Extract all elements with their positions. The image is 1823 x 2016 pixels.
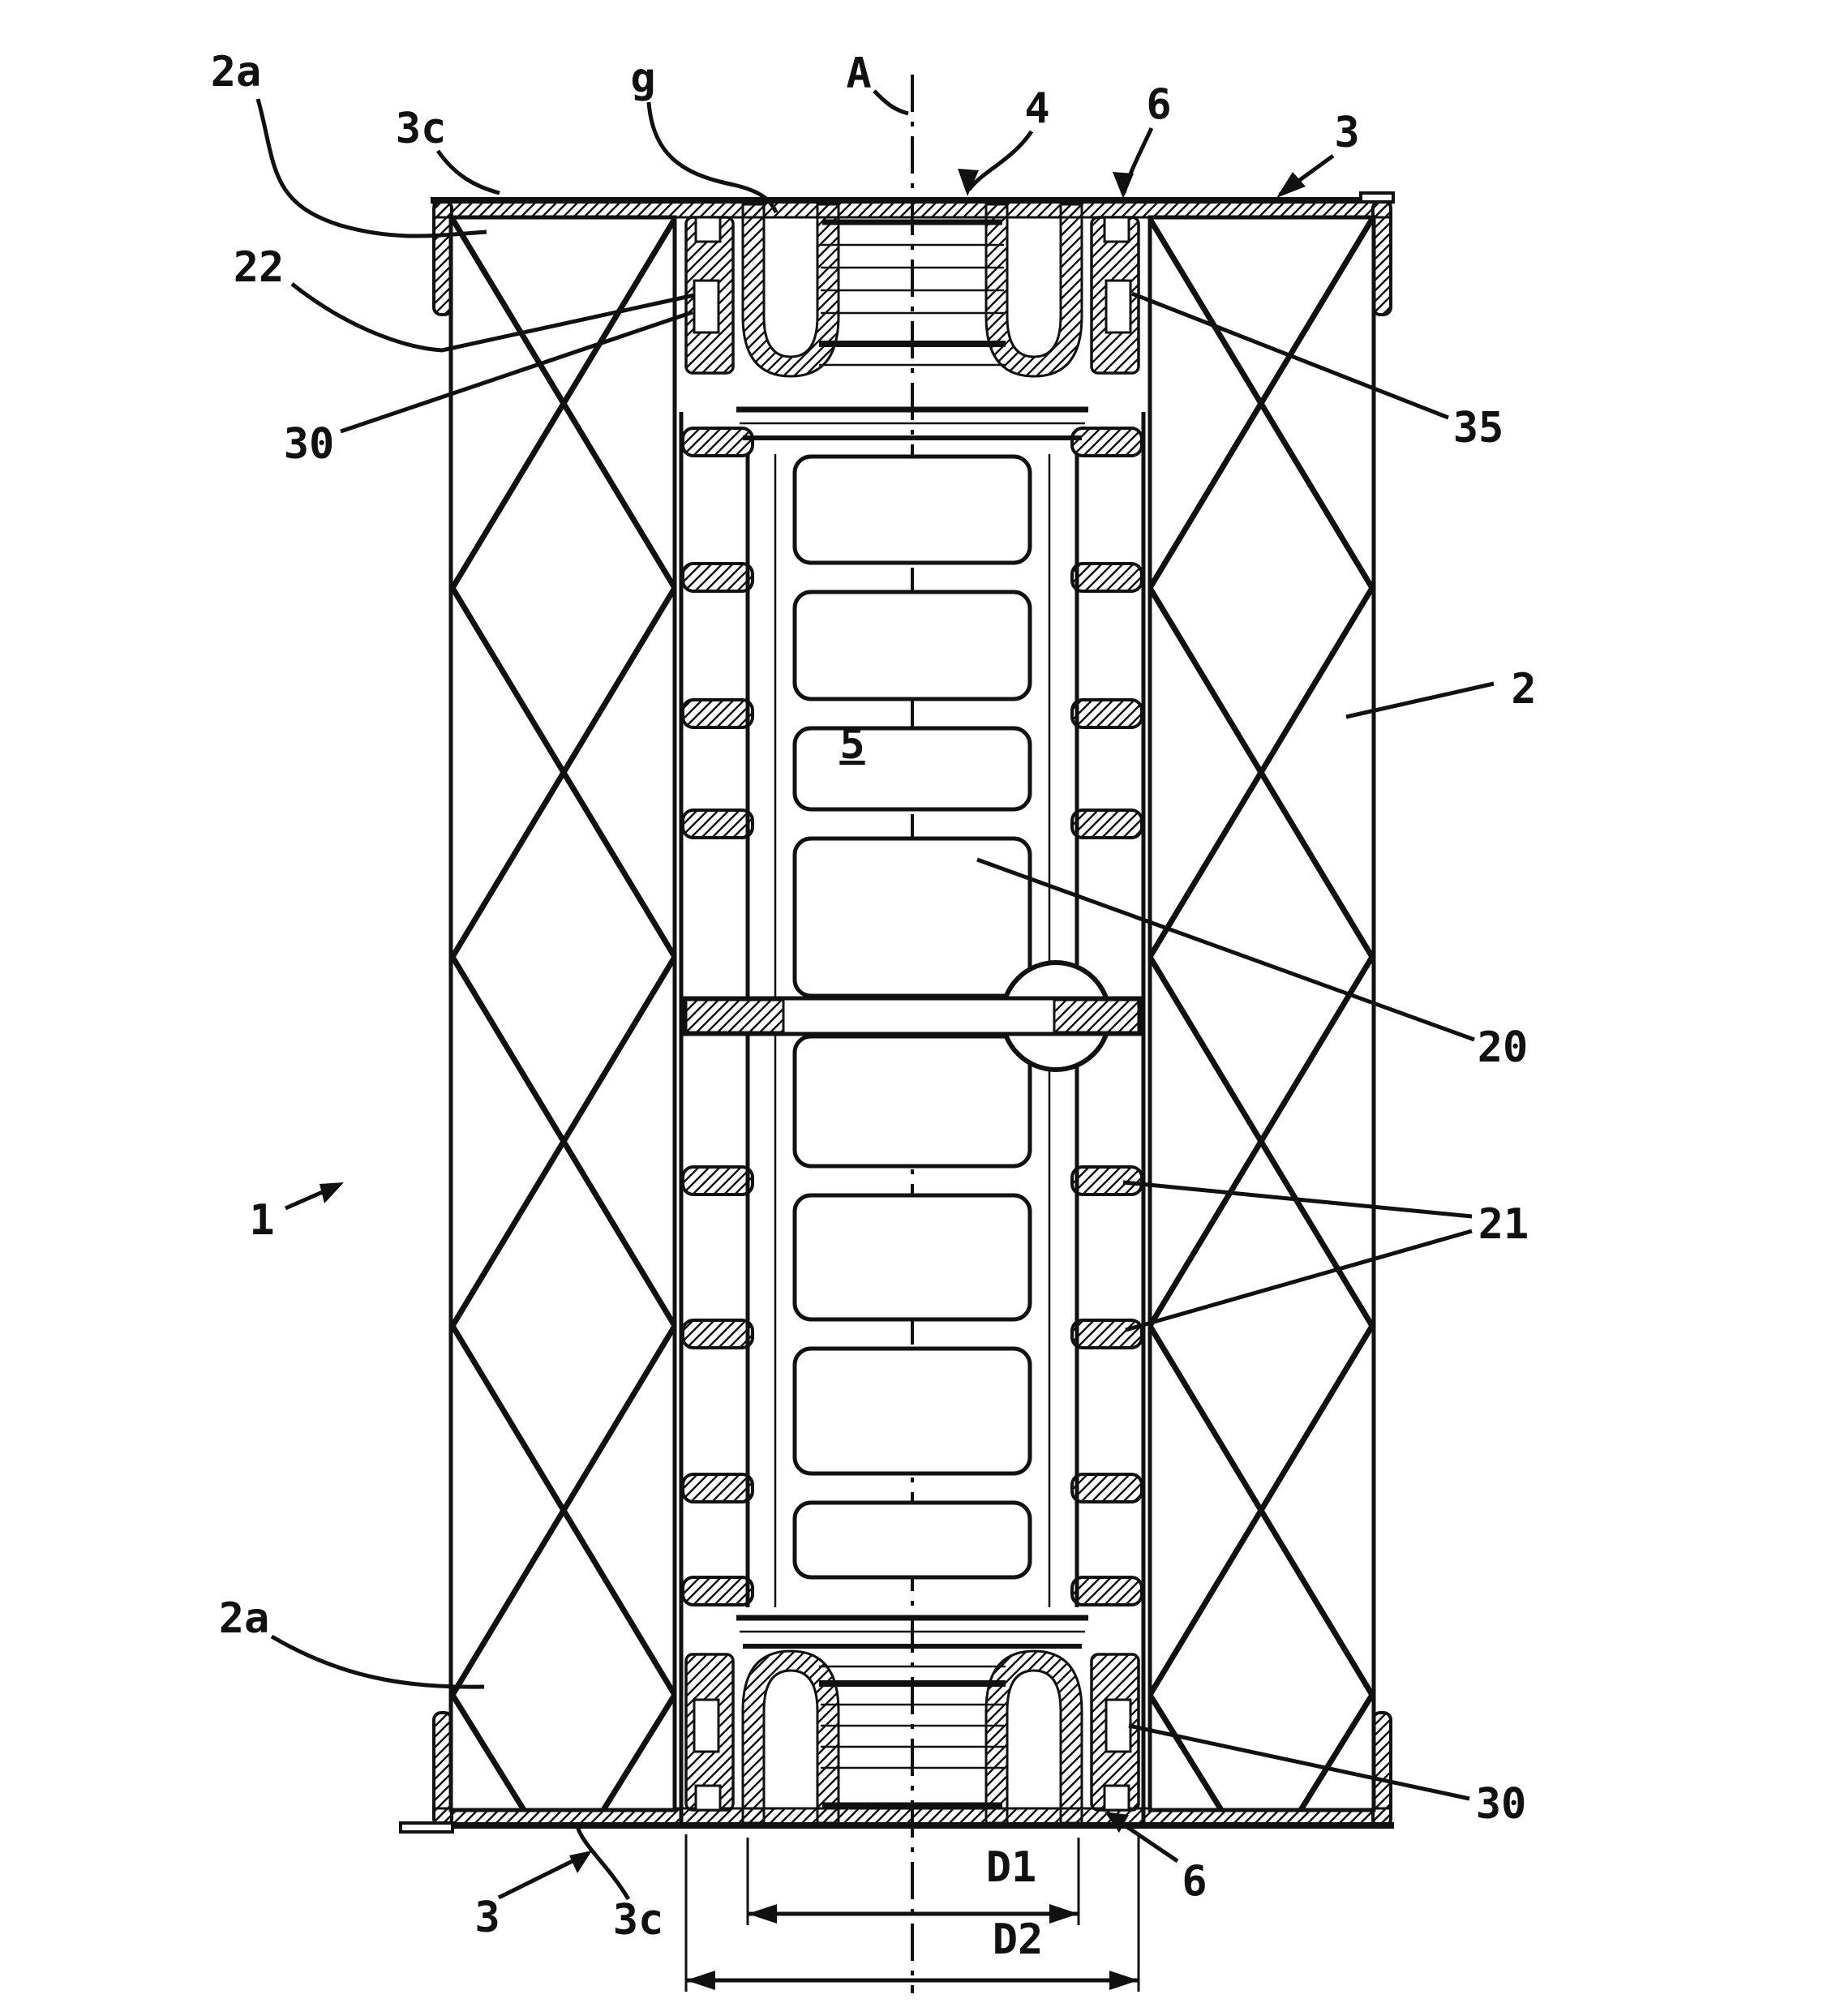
leader-3c-bottom	[575, 1825, 631, 1901]
label-3-bottom: 3	[474, 1894, 500, 1942]
leader-3c-top	[435, 149, 500, 195]
arrowheads	[320, 169, 1306, 1873]
label-6-bottom: 6	[1182, 1857, 1207, 1906]
arrowhead-6-top	[1113, 172, 1134, 199]
label-g: g	[630, 54, 655, 103]
leader-20	[976, 857, 1475, 1042]
label-4: 4	[1024, 84, 1049, 133]
dimension-d2	[684, 1834, 1140, 1992]
pleat-zigzag	[1150, 217, 1374, 1810]
latch-slot-35-right	[1105, 279, 1132, 334]
support-tube	[679, 216, 1146, 1823]
leader-4	[967, 130, 1034, 191]
latch-collar-top	[684, 216, 1140, 375]
label-3c-bottom: 3c	[613, 1896, 664, 1945]
leader-A	[873, 89, 909, 116]
latch-slot-30-left	[693, 279, 720, 334]
arrowhead-6-bottom	[1105, 1812, 1129, 1833]
label-3c-top: 3c	[396, 105, 447, 153]
label-axis-a: A	[846, 49, 871, 98]
cap-tab-bottom-left	[399, 1821, 454, 1834]
bottom-port-lines	[736, 1615, 1088, 1808]
leader-30-top	[340, 310, 693, 434]
leader-35	[1131, 291, 1449, 420]
label-d1: D1	[986, 1843, 1037, 1892]
tube-windows	[792, 454, 1032, 1580]
leader-2	[1345, 681, 1495, 719]
label-2a-bottom: 2a	[219, 1594, 270, 1643]
leader-22	[290, 282, 695, 353]
cap-tab-top-right	[1359, 191, 1395, 204]
label-30-bottom: 30	[1476, 1780, 1527, 1829]
leader-lines	[255, 89, 1495, 1901]
label-30-top: 30	[284, 420, 335, 469]
leader-g	[646, 101, 779, 214]
tube-ribs	[681, 427, 1143, 1606]
leader-30-bottom	[1128, 1723, 1470, 1801]
label-5: 5	[839, 720, 864, 769]
label-35: 35	[1453, 404, 1504, 453]
leader-21-b	[1125, 1229, 1473, 1332]
label-6-top: 6	[1146, 80, 1171, 129]
filter-media-left	[448, 215, 677, 1812]
reference-labels: 2a 3c g A 4 6 3 22 30 35 2 5 20 1 21 2a …	[211, 48, 1537, 1964]
label-3-top: 3	[1334, 109, 1359, 157]
leader-2a-bottom	[270, 1634, 485, 1689]
label-d2: D2	[993, 1915, 1044, 1964]
latch-collar-bottom	[684, 1653, 1140, 1812]
pleat-zigzag	[451, 217, 675, 1810]
latch-slot-30-bottom-right	[1105, 1698, 1132, 1753]
label-22: 22	[234, 243, 285, 292]
label-2a-top: 2a	[211, 48, 262, 97]
filter-media-right	[1147, 215, 1376, 1812]
arrowhead-4	[958, 169, 979, 196]
latch-slot-30-bottom-left	[693, 1698, 720, 1753]
leader-2a-top	[255, 98, 487, 238]
dimension-d1	[746, 1838, 1080, 1925]
arrowhead-3-top	[1276, 172, 1306, 198]
top-port-lines	[736, 219, 1088, 440]
label-20: 20	[1478, 1023, 1529, 1072]
label-1: 1	[249, 1196, 274, 1245]
arrowhead-3-bottom	[569, 1851, 592, 1873]
label-21: 21	[1478, 1200, 1529, 1249]
label-2: 2	[1511, 665, 1536, 714]
leader-21-a	[1122, 1180, 1473, 1219]
arrowhead-1	[320, 1182, 344, 1203]
